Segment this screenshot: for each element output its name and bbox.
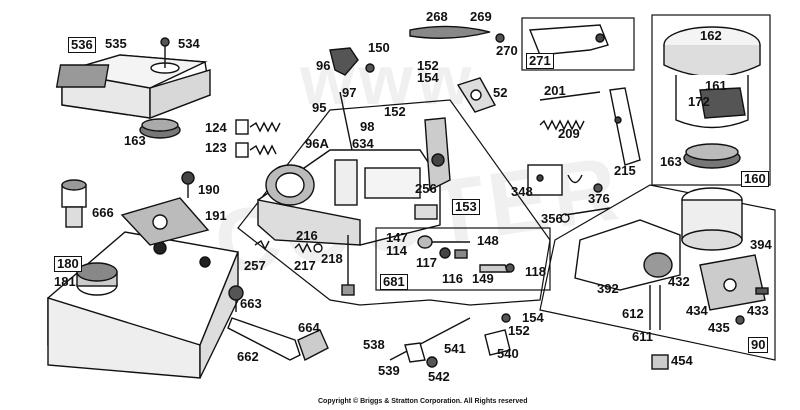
- callout-154a[interactable]: 154: [417, 70, 439, 85]
- callout-348[interactable]: 348: [511, 184, 533, 199]
- callout-172[interactable]: 172: [688, 94, 710, 109]
- callout-95[interactable]: 95: [312, 100, 327, 115]
- callout-538[interactable]: 538: [363, 337, 385, 352]
- callout-161[interactable]: 161: [705, 78, 727, 93]
- callout-218[interactable]: 218: [321, 251, 343, 266]
- belt-and-screw: [409, 25, 505, 43]
- callout-96A[interactable]: 96A: [305, 136, 329, 151]
- callout-201[interactable]: 201: [544, 83, 566, 98]
- callout-181[interactable]: 181: [54, 274, 76, 289]
- callout-376[interactable]: 376: [588, 191, 610, 206]
- callout-663[interactable]: 663: [240, 296, 262, 311]
- callout-270[interactable]: 270: [496, 43, 518, 58]
- fuel-fittings: [235, 119, 281, 158]
- callout-271[interactable]: 271: [526, 53, 554, 69]
- governor-parts: [527, 164, 611, 223]
- watermark-www: www: [300, 41, 476, 119]
- callout-191[interactable]: 191: [205, 208, 227, 223]
- callout-116[interactable]: 116: [442, 271, 463, 286]
- callout-118[interactable]: 118: [525, 264, 546, 279]
- callout-217[interactable]: 217: [294, 258, 316, 273]
- callout-209[interactable]: 209: [558, 126, 580, 141]
- fuel-tank-lower: [47, 171, 239, 379]
- carburetor-assembly: [237, 47, 551, 306]
- callout-541[interactable]: 541: [444, 341, 466, 356]
- callout-540[interactable]: 540: [497, 346, 519, 361]
- callout-162[interactable]: 162: [700, 28, 722, 43]
- governor-linkage: [539, 87, 641, 166]
- callout-52[interactable]: 52: [493, 85, 508, 100]
- callout-152a[interactable]: 152: [417, 58, 439, 73]
- choke-linkage: [389, 313, 511, 368]
- callout-150[interactable]: 150: [368, 40, 390, 55]
- air-cleaner: [651, 14, 771, 186]
- callout-534[interactable]: 534: [178, 36, 200, 51]
- callout-215[interactable]: 215: [614, 163, 636, 178]
- callout-152b[interactable]: 152: [384, 104, 406, 119]
- callout-216[interactable]: 216: [296, 228, 318, 243]
- carburetor-body: [539, 184, 776, 361]
- callout-434[interactable]: 434: [686, 303, 708, 318]
- callout-433[interactable]: 433: [747, 303, 769, 318]
- callout-124[interactable]: 124: [205, 120, 227, 135]
- callout-123[interactable]: 123: [205, 140, 227, 155]
- callout-97[interactable]: 97: [342, 85, 357, 100]
- callout-435[interactable]: 435: [708, 320, 730, 335]
- callout-612[interactable]: 612: [622, 306, 644, 321]
- callout-356[interactable]: 356: [541, 211, 563, 226]
- callout-153[interactable]: 153: [452, 199, 480, 215]
- callout-154b[interactable]: 154: [522, 310, 544, 325]
- callout-539[interactable]: 539: [378, 363, 400, 378]
- callout-114[interactable]: 114: [386, 243, 407, 258]
- callout-96[interactable]: 96: [316, 58, 331, 73]
- callout-664[interactable]: 664: [298, 320, 320, 335]
- callout-394[interactable]: 394: [750, 237, 772, 252]
- callout-681[interactable]: 681: [380, 274, 408, 290]
- callout-535[interactable]: 535: [105, 36, 127, 51]
- callout-149[interactable]: 149: [472, 271, 494, 286]
- copyright-text: Copyright © Briggs & Stratton Corporatio…: [318, 398, 528, 405]
- governor-bracket: [521, 17, 635, 71]
- callout-180[interactable]: 180: [54, 256, 82, 272]
- jet-kit-box: [375, 227, 551, 291]
- callout-90[interactable]: 90: [748, 337, 769, 353]
- callout-662[interactable]: 662: [237, 349, 259, 364]
- callout-634[interactable]: 634: [352, 136, 374, 151]
- callout-160[interactable]: 160: [741, 171, 769, 187]
- callout-98[interactable]: 98: [360, 119, 375, 134]
- callout-269[interactable]: 269: [470, 9, 492, 24]
- callout-454[interactable]: 454: [671, 353, 693, 368]
- callout-256[interactable]: 256: [415, 181, 437, 196]
- fuel-tank-top: [55, 37, 211, 139]
- callout-268[interactable]: 268: [426, 9, 448, 24]
- fuel-bracket: [227, 285, 329, 361]
- callout-257[interactable]: 257: [244, 258, 266, 273]
- callout-536[interactable]: 536: [68, 37, 96, 53]
- fitting-454: [651, 354, 669, 370]
- callout-611[interactable]: 611: [632, 329, 653, 344]
- callout-148[interactable]: 148: [477, 233, 499, 248]
- callout-147[interactable]: 147: [386, 230, 408, 245]
- callout-432[interactable]: 432: [668, 274, 690, 289]
- callout-666[interactable]: 666: [92, 205, 114, 220]
- callout-190[interactable]: 190: [198, 182, 220, 197]
- callout-117[interactable]: 117: [416, 255, 437, 270]
- callout-163[interactable]: 163: [124, 133, 146, 148]
- callout-163b[interactable]: 163: [660, 154, 682, 169]
- callout-392[interactable]: 392: [597, 281, 619, 296]
- callout-542[interactable]: 542: [428, 369, 450, 384]
- callout-152c[interactable]: 152: [508, 323, 530, 338]
